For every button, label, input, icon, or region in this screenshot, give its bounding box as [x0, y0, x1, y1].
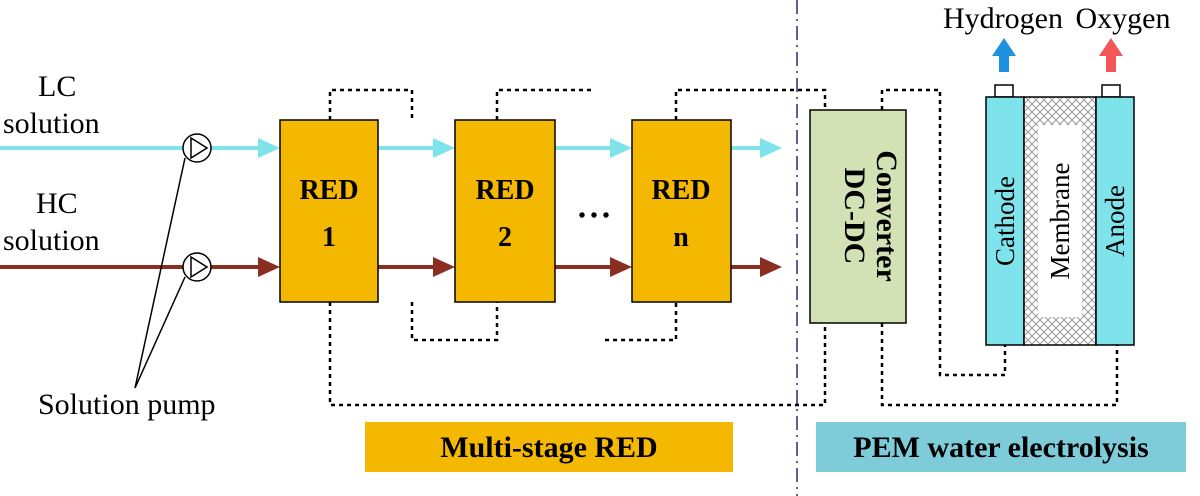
hc-pump-icon	[182, 252, 212, 282]
red-unit-2-title: RED	[475, 175, 534, 206]
multi-stage-red-banner: Multi-stage RED	[365, 422, 733, 472]
red-unit-2-index: 2	[498, 222, 512, 253]
pem-electrolyzer: Cathode Membrane Anode	[985, 84, 1135, 346]
lc-flow	[0, 138, 782, 158]
multi-stage-red-label: Multi-stage RED	[440, 431, 657, 464]
hc-label-line1: HC	[36, 187, 78, 220]
red-unit-n: RED n	[631, 119, 732, 303]
pump-label: Solution pump	[38, 388, 216, 421]
oxygen-arrow-icon	[1099, 38, 1123, 72]
hydrogen-label: Hydrogen	[943, 2, 1063, 35]
electrical-wiring	[328, 88, 1119, 407]
red-unit-n-title: RED	[651, 175, 710, 206]
red-unit-1-index: 1	[322, 222, 336, 253]
lc-label-line2: solution	[3, 107, 100, 140]
anode-label: Anode	[1100, 185, 1130, 257]
lc-label-line1: LC	[38, 70, 76, 103]
dc-dc-converter: DC-DC Converter	[809, 109, 907, 324]
converter-label-line1: DC-DC	[838, 168, 871, 265]
pem-electrolysis-label: PEM water electrolysis	[853, 431, 1148, 464]
membrane-label: Membrane	[1045, 163, 1075, 280]
red-unit-1: RED 1	[279, 119, 379, 303]
lc-pump-icon	[182, 133, 212, 163]
red-unit-2: RED 2	[454, 119, 556, 303]
cathode-label: Cathode	[990, 176, 1020, 266]
pump-pointer-lines	[134, 157, 186, 389]
red-unit-1-title: RED	[299, 175, 358, 206]
converter-label-line2: Converter	[870, 150, 903, 282]
pem-electrolysis-banner: PEM water electrolysis	[816, 422, 1186, 472]
hc-flow	[0, 257, 782, 277]
oxygen-label: Oxygen	[1076, 2, 1171, 35]
hc-label-line2: solution	[3, 224, 100, 257]
red-unit-n-index: n	[673, 222, 689, 253]
hydrogen-arrow-icon	[992, 38, 1016, 72]
stage-ellipsis: • • •	[578, 205, 609, 227]
